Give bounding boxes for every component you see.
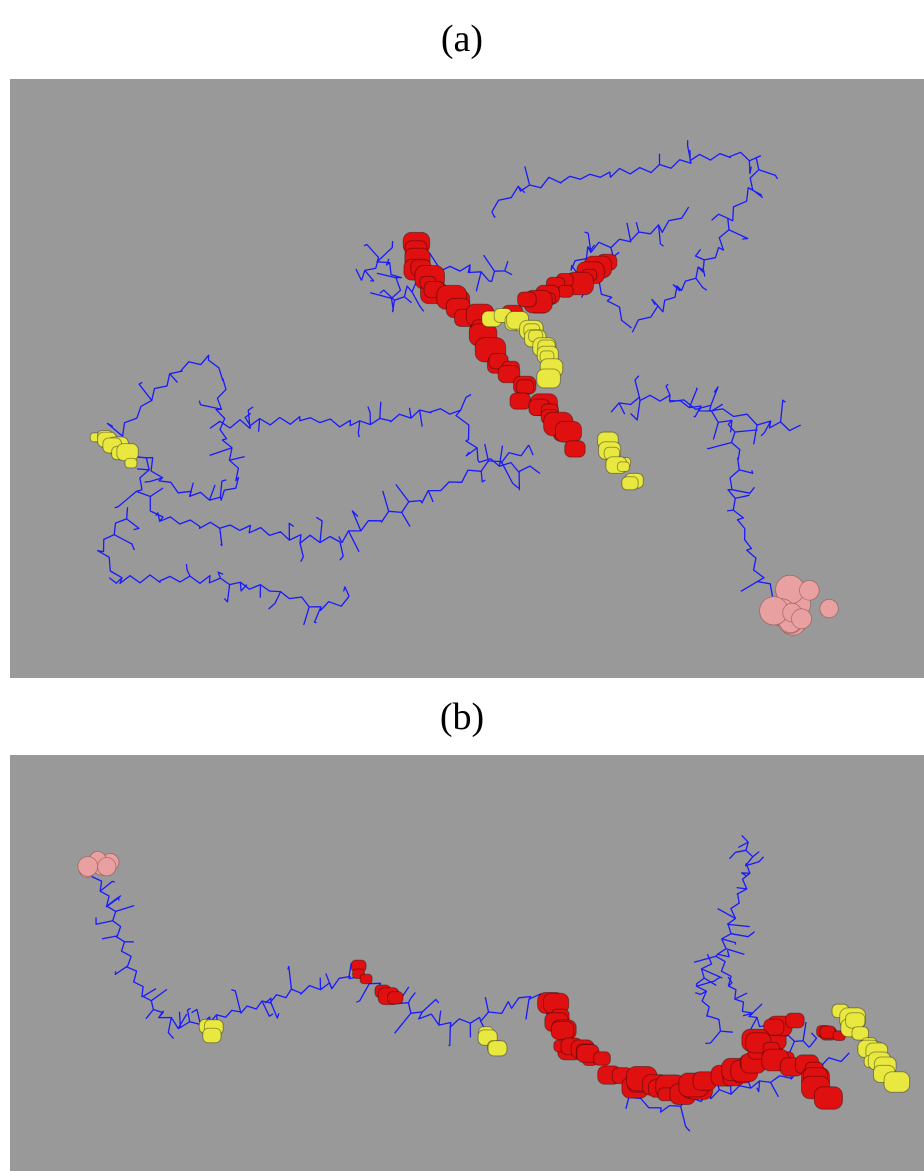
backbone-a-right-tail xyxy=(610,394,774,597)
highlighted-segments-a xyxy=(89,231,839,636)
panel-b-svg xyxy=(77,835,911,1132)
yellow-segment-b-left xyxy=(198,1018,224,1044)
yellow-segment-a-lower xyxy=(597,431,644,491)
red-segment-a-main-bead xyxy=(497,365,521,384)
backbone-a-upper-hair xyxy=(360,256,509,313)
yellow-segment-a-lower-bead xyxy=(621,476,639,491)
red-segment-b-long-bead xyxy=(785,1012,805,1029)
red-segment-b-small1-bead xyxy=(359,973,373,985)
pink-end-a-bead xyxy=(791,608,812,630)
red-segment-b-tail-bead xyxy=(813,1086,843,1110)
red-segment-a-main-bead xyxy=(564,440,586,458)
red-segment-a-main-bead xyxy=(515,379,535,395)
yellow-segment-a-left-bead xyxy=(124,457,138,469)
red-segment-b-small3 xyxy=(816,1025,846,1041)
red-segment-b-small1 xyxy=(350,959,373,985)
backbone-a-right-branch xyxy=(669,399,801,432)
backbone-b-right-inner-branches xyxy=(695,968,723,1045)
polymer-backbone-b xyxy=(91,835,850,1132)
pink-end-b xyxy=(77,850,120,878)
backbone-a-upper-right-inner xyxy=(570,206,690,329)
backbone-a-mid-upper xyxy=(209,408,541,475)
red-segment-a-main-bead xyxy=(509,392,531,410)
red-segment-b-long-bead xyxy=(763,1018,785,1036)
backbone-a-left-lower xyxy=(96,507,350,612)
backbone-a-left-lower-branches xyxy=(108,518,350,626)
pink-end-a-bead xyxy=(799,580,820,601)
panel-a-molecule-render xyxy=(10,79,924,678)
backbone-a-upper-right xyxy=(491,151,762,333)
yellow-segment-b-right-bead xyxy=(851,1026,869,1041)
yellow-segment-a-center-bead xyxy=(536,368,561,389)
backbone-b-left-arm-branches xyxy=(95,880,333,1040)
backbone-b-right-inner xyxy=(695,953,733,1033)
yellow-segment-b-left-bead xyxy=(202,1027,222,1044)
red-segment-b-mid-bead xyxy=(593,1051,611,1066)
backbone-a-left-loop-branches xyxy=(106,373,344,562)
yellow-segment-b-right-bead xyxy=(845,1012,866,1029)
red-segment-a-main xyxy=(402,231,586,458)
yellow-segment-b-right xyxy=(831,1003,911,1093)
red-segment-a-arm-bead xyxy=(517,291,537,308)
red-segment-b-small2-bead xyxy=(387,991,404,1005)
panel-b-label: (b) xyxy=(439,696,485,738)
panel-a-label: (a) xyxy=(440,18,484,60)
yellow-segment-a-center xyxy=(481,308,564,389)
backbone-a-right-tail-branches xyxy=(618,375,758,592)
pink-end-a xyxy=(759,574,839,636)
pink-end-b-bead xyxy=(97,857,117,877)
red-segment-a-main-bead xyxy=(554,420,583,443)
highlighted-segments-b xyxy=(77,850,911,1110)
backbone-b-middle-branches xyxy=(348,963,550,1047)
backbone-a-upper-right-branches xyxy=(491,140,779,307)
pink-end-b-bead xyxy=(77,856,99,877)
red-segment-b-small2 xyxy=(374,984,404,1006)
yellow-segment-a-left xyxy=(89,430,139,469)
yellow-segment-b-mid-bead xyxy=(487,1040,508,1057)
polymer-backbone-a xyxy=(96,140,801,626)
panel-b-molecule-render xyxy=(10,755,924,1171)
backbone-b-left-arm xyxy=(91,876,351,1030)
yellow-segment-a-lower-bead xyxy=(616,461,630,472)
red-segment-a-arm xyxy=(501,253,618,323)
red-segment-a-arm-bead xyxy=(557,284,574,298)
yellow-segment-b-mid xyxy=(477,1026,508,1057)
red-segment-b-long xyxy=(597,1012,805,1105)
red-segment-b-mid-bead xyxy=(550,1020,575,1040)
yellow-segment-b-right-bead xyxy=(883,1071,911,1093)
backbone-a-mid-upper-branches xyxy=(244,393,521,491)
backbone-a-right-branch-branches xyxy=(710,386,786,445)
backbone-a-left-loop xyxy=(121,354,341,544)
red-segment-b-mid xyxy=(537,992,611,1067)
backbone-a-mid-lower-branches xyxy=(338,443,534,553)
pink-end-a-bead xyxy=(819,598,839,619)
panel-a-svg xyxy=(89,140,839,636)
red-segment-b-tail xyxy=(741,1028,843,1110)
